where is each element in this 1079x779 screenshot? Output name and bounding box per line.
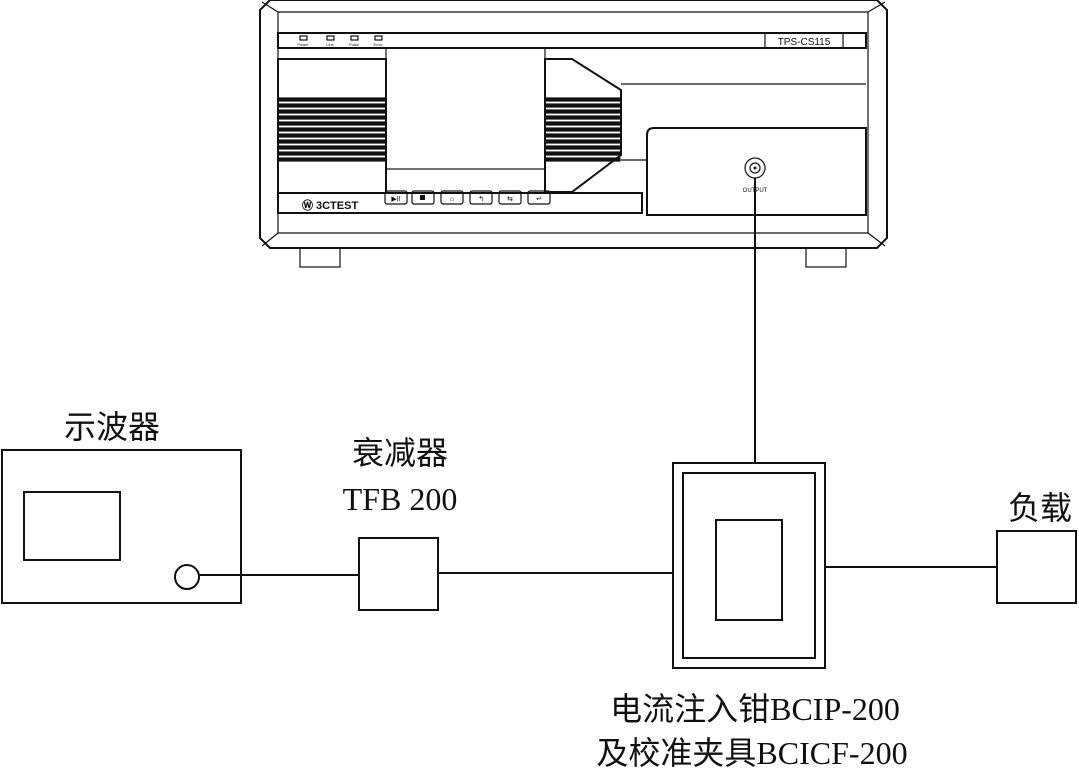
vent-slat: [278, 151, 386, 156]
tab-button[interactable]: [498, 190, 522, 205]
attenuator: 衰减器 TFB 200: [343, 435, 458, 611]
front-buttons: ▶II ⌂ ↰ ⇆ ↵: [384, 190, 551, 205]
vent-slat: [278, 109, 386, 114]
led-group: Power Line Pulse Error: [297, 35, 384, 47]
left-foot: [299, 247, 341, 268]
vent-slat: [545, 151, 621, 156]
vent-slat: [545, 145, 621, 150]
play-pause-icon: ▶II: [391, 196, 400, 203]
vent-slat: [278, 157, 386, 162]
home-button[interactable]: [440, 190, 464, 205]
back-icon: ↰: [478, 195, 484, 203]
led-label-line: Line: [326, 42, 334, 47]
injection-clamp: 电流注入钳BCIP-200 及校准夹具BCICF-200: [596, 462, 908, 771]
vent-slat: [278, 145, 386, 150]
stop-icon: [420, 195, 425, 200]
vent-slat: [278, 127, 386, 132]
tab-icon: ⇆: [507, 196, 513, 203]
model-label: TPS-CS115: [778, 37, 831, 48]
back-button[interactable]: [469, 190, 493, 205]
vent-slat: [278, 139, 386, 144]
vent-slat: [545, 121, 621, 126]
play-pause-button[interactable]: [384, 190, 408, 205]
attenuator-model: TFB 200: [343, 481, 458, 517]
vent-slat: [545, 157, 621, 162]
vent-slat: [545, 133, 621, 138]
vent-slat: [545, 103, 621, 108]
vent-slat: [278, 103, 386, 108]
vent-slat: [545, 139, 621, 144]
right-foot: [805, 247, 847, 268]
generator-device: TPS-CS115 Power Line Pulse Error 3CTEST …: [259, 0, 888, 268]
load-label: 负载: [1008, 490, 1072, 526]
output-panel: [646, 127, 867, 216]
brand-icon: Ⓦ: [302, 198, 313, 212]
led-label-power: Power: [297, 42, 309, 47]
vent-slat: [278, 97, 386, 102]
left-vent: [277, 58, 387, 194]
vent-slat: [545, 109, 621, 114]
led-label-error: Error: [374, 42, 384, 47]
vent-slat: [278, 121, 386, 126]
led-label-pulse: Pulse: [349, 42, 360, 47]
vent-slat: [545, 97, 621, 102]
vent-slat: [278, 133, 386, 138]
clamp-label-1: 电流注入钳BCIP-200: [610, 691, 900, 727]
vent-slat: [545, 127, 621, 132]
home-icon: ⌂: [450, 196, 454, 203]
stop-button[interactable]: [411, 190, 435, 205]
vent-slat: [278, 115, 386, 120]
vent-slat: [545, 115, 621, 120]
oscilloscope-input: [174, 564, 200, 590]
display-screen: [385, 47, 546, 170]
oscilloscope: 示波器: [1, 409, 242, 604]
enter-button[interactable]: [527, 190, 551, 205]
oscilloscope-label: 示波器: [64, 409, 160, 445]
clamp-label-2: 及校准夹具BCICF-200: [596, 735, 907, 771]
oscilloscope-screen: [23, 491, 121, 561]
load: 负载: [996, 490, 1077, 604]
enter-icon: ↵: [536, 196, 542, 203]
attenuator-label: 衰减器: [352, 435, 448, 471]
brand-logo: 3CTEST: [316, 200, 358, 212]
